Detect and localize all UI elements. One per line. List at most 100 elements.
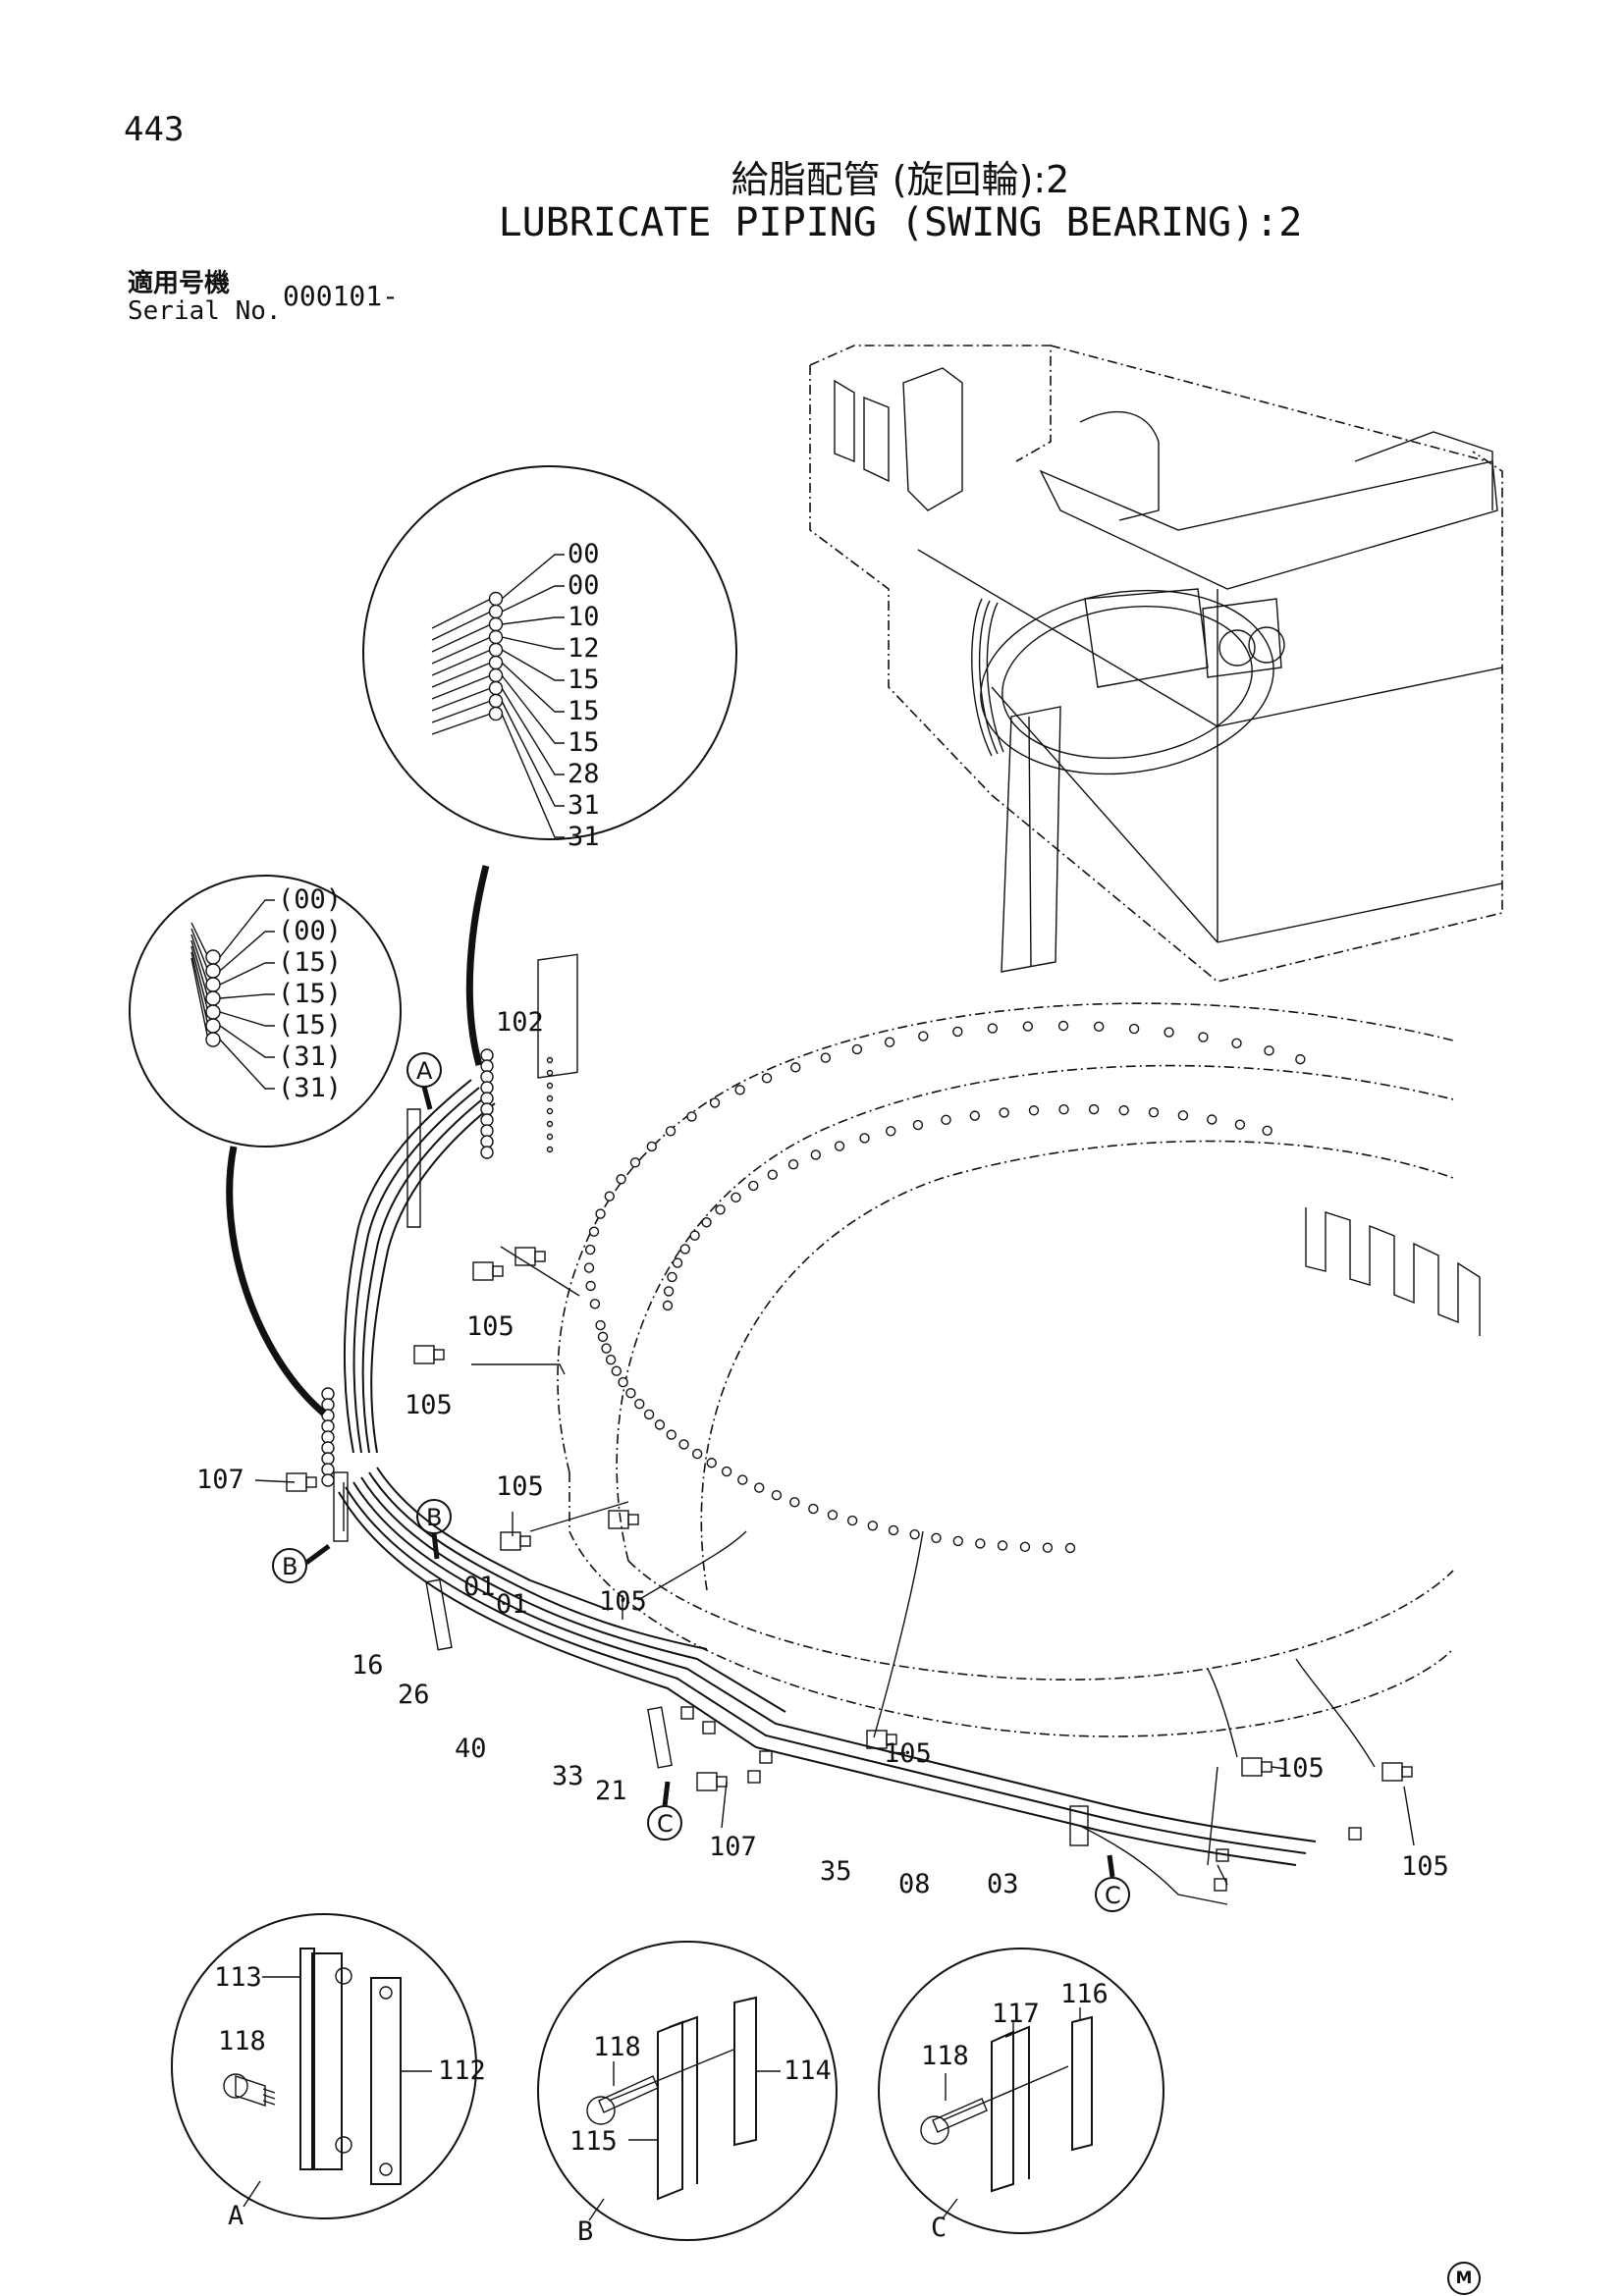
bolt-hole	[1234, 1119, 1246, 1130]
detail-label: (00)	[278, 884, 342, 915]
manifold-nipple	[480, 1135, 494, 1148]
detail-hose-line	[190, 939, 209, 999]
part-callout: 107	[196, 1465, 244, 1495]
bolt-hole	[846, 1515, 858, 1526]
detail-nipple	[488, 706, 504, 721]
bolt-hole	[820, 1052, 832, 1063]
bolt-hole	[952, 1535, 963, 1547]
fitting-nipple	[886, 1734, 897, 1745]
bolt-hole	[912, 1119, 924, 1131]
machine-overview-illustration	[809, 345, 1503, 983]
bolt-hole	[975, 1538, 986, 1549]
bolt-hole	[585, 1280, 596, 1292]
hose-end	[1214, 1878, 1227, 1892]
detail-nipple	[488, 616, 504, 632]
bolt-hole	[888, 1524, 899, 1536]
bolt-hole	[646, 1141, 658, 1152]
detail-label: 00	[568, 539, 600, 569]
bolt-hole	[595, 1319, 606, 1331]
elbow-fitting	[500, 1531, 521, 1551]
detail-view-small: (00)(00)(15)(15)(15)(31)(31)	[129, 875, 402, 1416]
detail-hose-line	[431, 687, 492, 712]
inset-letter: A	[228, 2201, 244, 2231]
inset-letter: C	[931, 2213, 947, 2243]
bolt-hole	[1093, 1021, 1105, 1033]
hose-end	[759, 1750, 773, 1764]
detail-hose-line	[431, 674, 492, 700]
detail-leader	[219, 899, 275, 958]
inset-letter: B	[577, 2216, 593, 2247]
manifold-nipple	[321, 1441, 335, 1455]
block-port	[546, 1082, 554, 1090]
bolt-hole	[589, 1299, 601, 1309]
maker-mark: M	[1447, 2262, 1481, 2295]
detail-leader	[219, 931, 275, 972]
part-callout: 40	[455, 1734, 487, 1764]
bolt-hole	[1028, 1105, 1040, 1116]
inset-part-label: 117	[992, 1999, 1040, 2029]
detail-label: 00	[568, 570, 600, 601]
inset-part-label: 113	[214, 1962, 262, 1993]
detail-label: (31)	[278, 1041, 342, 1072]
detail-hose-line	[190, 922, 209, 958]
detail-leader	[501, 687, 565, 775]
detail-leader	[501, 713, 565, 838]
page-title-japanese: 給脂配管 (旋回輪):2	[731, 158, 1070, 201]
bolt-hole	[678, 1439, 689, 1450]
fitting-nipple	[1401, 1766, 1413, 1778]
serial-label-english: Serial No.	[128, 296, 282, 326]
bolt-hole	[969, 1110, 981, 1121]
bolt-hole	[931, 1532, 942, 1544]
page-title-english: LUBRICATE PIPING (SWING BEARING):2	[498, 200, 1303, 245]
bolt-hole	[731, 1192, 741, 1203]
view-marker-letter: B	[282, 1553, 298, 1580]
part-callout: 33	[552, 1761, 584, 1791]
detail-hose-line	[431, 649, 492, 676]
detail-nipple	[488, 655, 504, 670]
callout-leader	[254, 1479, 296, 1483]
bolt-hole	[689, 1230, 700, 1241]
serial-number-value: 000101-	[283, 280, 400, 312]
manifold-nipple	[321, 1452, 335, 1466]
detail-leader	[219, 993, 275, 999]
inset-c	[878, 1948, 1164, 2234]
view-marker-circle	[272, 1548, 307, 1583]
bolt-hole	[611, 1365, 623, 1376]
part-callout: 35	[820, 1856, 852, 1887]
bolt-hole	[663, 1286, 675, 1297]
serial-label-japanese: 適用号機	[128, 269, 231, 298]
inset-b	[537, 1941, 838, 2241]
bolt-hole	[867, 1521, 879, 1531]
detail-hose-line	[190, 945, 209, 1013]
manifold-nipple	[321, 1463, 335, 1476]
detail-leader	[219, 1011, 275, 1027]
bolt-hole	[834, 1141, 845, 1151]
bolt-hole	[672, 1257, 683, 1268]
elbow-fitting	[696, 1772, 718, 1791]
part-callout: 01	[463, 1572, 496, 1602]
manifold-nipple	[480, 1081, 494, 1095]
bolt-hole	[734, 1085, 745, 1095]
detail-nipple	[205, 949, 221, 965]
detail-hose-line	[190, 957, 209, 1041]
manifold-nipple	[321, 1387, 335, 1401]
bolt-hole	[1264, 1045, 1274, 1056]
bolt-hole	[643, 1409, 655, 1420]
detail-label: (15)	[278, 1010, 342, 1041]
callout-leader	[1403, 1786, 1415, 1846]
bolt-hole	[789, 1062, 801, 1073]
detail-hose-line	[190, 928, 209, 972]
detail-hose-line	[431, 662, 492, 688]
inset-part-label: 118	[593, 2032, 641, 2062]
bolt-hole	[1088, 1103, 1100, 1115]
elbow-fitting	[1241, 1757, 1263, 1777]
bolt-hole	[625, 1388, 636, 1399]
bolt-hole	[667, 1271, 677, 1283]
bolt-hole	[810, 1149, 822, 1160]
detail-label: 12	[568, 633, 600, 664]
bolt-hole	[583, 1262, 595, 1273]
manifold-nipple	[321, 1419, 335, 1433]
